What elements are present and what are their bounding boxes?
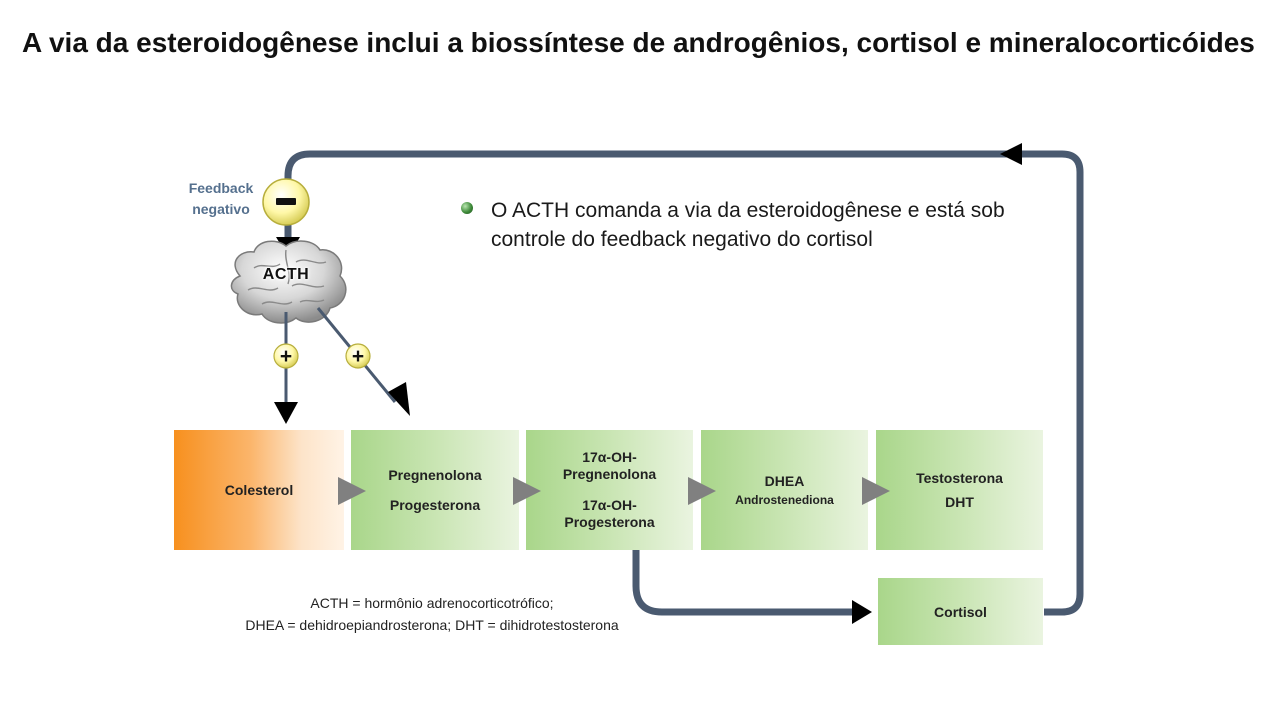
box-dht-label: DHT bbox=[945, 494, 974, 510]
arrow-to-colesterol bbox=[274, 402, 298, 424]
box-pregnenolona-label: Pregnenolona bbox=[388, 467, 482, 483]
bullet-text: O ACTH comanda a via da esteroidogênese … bbox=[491, 199, 1005, 251]
feedback-label: Feedback negativo bbox=[188, 180, 254, 217]
plus-badge-2: + bbox=[345, 343, 371, 369]
brain-icon bbox=[230, 240, 347, 324]
box-cortisol-label: Cortisol bbox=[934, 603, 987, 620]
chevron-1 bbox=[338, 477, 366, 505]
acth-label: ACTH bbox=[262, 266, 310, 283]
loop-arrowhead bbox=[1000, 143, 1022, 165]
footnote-line-2: DHEA = dehidroepiandrosterona; DHT = dih… bbox=[245, 617, 619, 633]
chevron-2 bbox=[513, 477, 541, 505]
box-colesterol-label: Colesterol bbox=[224, 482, 294, 498]
box-pregnenolona: Pregnenolona Progesterona bbox=[351, 430, 519, 550]
box-progesterona-label: Progesterona bbox=[389, 497, 481, 513]
box-dhea: DHEA Androstenediona bbox=[701, 430, 868, 550]
box-17oh-preg-prefix: 17α-OH- bbox=[582, 449, 637, 465]
footnote: ACTH = hormônio adrenocorticotrófico; DH… bbox=[190, 592, 674, 636]
box-testosterona-label: Testosterona bbox=[916, 470, 1003, 486]
plus-badge-1: + bbox=[273, 343, 299, 369]
box-17oh-prog-label: Progesterona bbox=[564, 514, 655, 530]
chevron-3 bbox=[688, 477, 716, 505]
box-17oh-preg-label: Pregnenolona bbox=[562, 466, 657, 482]
footnote-line-1: ACTH = hormônio adrenocorticotrófico; bbox=[310, 595, 554, 611]
box-cortisol: Cortisol bbox=[878, 578, 1043, 645]
box-testosterona: Testosterona DHT bbox=[876, 430, 1043, 550]
box-colesterol: Colesterol bbox=[174, 430, 344, 550]
feedback-loop-line bbox=[284, 150, 1084, 616]
page-title: A via da esteroidogênese inclui a biossí… bbox=[22, 27, 1255, 58]
box-17oh-prog-prefix: 17α-OH- bbox=[582, 497, 637, 513]
plus-sign-1: + bbox=[280, 345, 292, 368]
bullet-icon bbox=[461, 202, 473, 214]
box-dhea-label: DHEA bbox=[764, 473, 805, 489]
chevron-4 bbox=[862, 477, 890, 505]
box-17oh: 17α-OH- Pregnenolona 17α-OH- Progesteron… bbox=[526, 430, 693, 550]
cortisol-branch-line bbox=[632, 550, 852, 616]
box-androstenediona-label: Androstenediona bbox=[735, 493, 834, 507]
arrow-to-cortisol bbox=[852, 600, 872, 624]
minus-badge bbox=[262, 178, 310, 226]
arrow-to-pregnenolona bbox=[388, 382, 410, 416]
plus-sign-2: + bbox=[352, 345, 364, 368]
